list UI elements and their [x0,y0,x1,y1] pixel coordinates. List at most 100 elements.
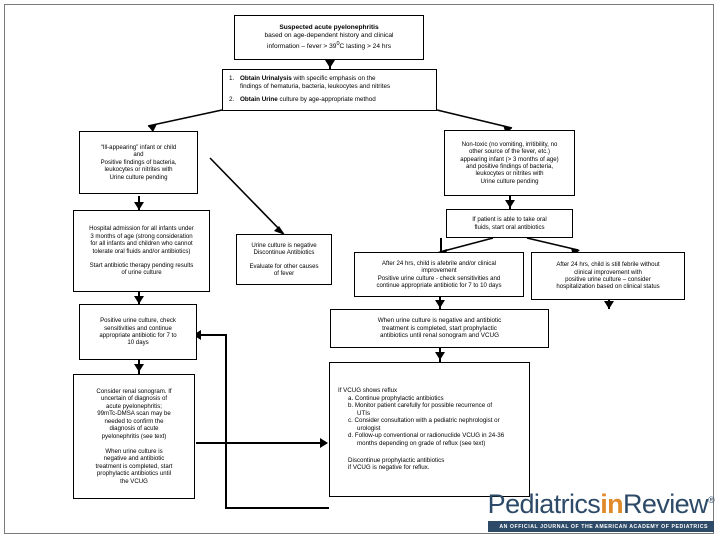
hosp-line1: Hospital admission for all infants under [89,225,194,233]
son-line10: treatment is completed, start [95,462,173,470]
son-line12: the VCUG [120,477,148,485]
oral-line1: If patient is able to take oral [472,216,547,224]
connector-oral-to-afebrile [440,238,442,252]
cneg-line1: Urine culture is negative [251,241,317,249]
obtain-item-1: 1. Obtain Urinalysis with specific empha… [229,75,391,90]
node-culture-negative: Urine culture is negative Discontinue An… [236,234,332,285]
node-suspected-pyelonephritis: Suspected acute pyelonephritis based on … [234,15,424,60]
logo-wordmark: PediatricsinReview® [487,489,715,519]
cneg-line4: of fever [273,269,295,277]
node-afebrile-24hrs: After 24 hrs, child is afebrile and/or c… [354,252,524,297]
proph-line3: antibiotics until renal sonogram and VCU… [379,332,499,340]
node-prophylactic-start: When urine culture is negative and antib… [330,309,549,348]
pos-line3: appropriate antibiotic for 7 to [99,332,177,339]
proph-line1: When urine culture is negative and antib… [377,316,502,324]
logo-tagline: AN OFFICIAL JOURNAL OF THE AMERICAN ACAD… [487,521,714,532]
logo-word-in: in [600,489,624,519]
nontoxic-line6: Urine culture pending [480,177,539,185]
hosp-line5: Start antibiotic therapy pending results [89,261,194,269]
feb-line2: clinical improvement with [574,268,642,276]
suspected-line2: based on age-dependent history and clini… [264,32,394,40]
son-line4: 99mTc-DMSA scan may be [97,410,171,418]
vcug-footnote-2: if VCUG is negative for reflux. [348,464,430,472]
arrowhead-positive-to-sonogram [134,364,144,372]
logo-trademark: ® [707,495,715,505]
vcug-footnote-1: Discontinue prophylactic antibiotics [348,456,445,464]
son-line1: Consider renal sonogram. If [96,387,172,395]
son-line9: negative and antibiotic [103,455,165,463]
afeb-line1: After 24 hrs, child is afebrile and/or c… [381,259,497,267]
slide-border [4,4,714,534]
node-obtain-tests: 1. Obtain Urinalysis with specific empha… [222,69,437,111]
vcug-item-c: c. Consider consultation with a pediatri… [348,417,500,425]
vcug-item-c-cont: urologist [357,424,381,432]
arrowhead-ill-to-hospital [134,202,144,210]
node-non-toxic: Non-toxic (no vomiting, irritibility, no… [444,130,575,196]
logo-word-pediatrics: Pediatrics [487,489,601,519]
afeb-line4: continue appropriate antibiotic for 7 to… [376,281,502,289]
ill-line4: leukocytes or nitrites with [104,166,173,174]
node-positive-culture: Positive urine culture, check sensitivit… [79,304,197,360]
node-hospital-admission: Hospital admission for all infants under… [73,210,210,292]
afeb-line3: Positive urine culture - check sensitivi… [377,274,501,282]
arrowhead-febrile-down [604,301,614,309]
node-vcug-reflux: If VCUG shows reflux a. Continue prophyl… [329,362,530,497]
son-line2: uncertain of diagnosis of [100,395,168,403]
vcug-item-d: d. Follow-up conventional or radionuclid… [348,432,505,440]
suspected-line3: information – fever > 390C lasting > 24 … [266,40,392,50]
connector-sonogram-to-vcug-h [196,442,326,444]
cneg-line3: Evaluate for other causes [249,262,319,270]
hosp-line3: for all infants and children who cannot [90,240,193,248]
cneg-line2: Discontinue Antibiotics [253,249,315,257]
ill-line2: and [133,151,144,159]
son-line3: acute pyelonephritis; [106,402,162,410]
hosp-line6: of urine culture [121,269,162,277]
son-line5: needed to confirm the [104,417,164,425]
vcug-item-b-cont: UTIs [357,409,371,417]
nontoxic-line5: leukocytes or nitrites with [475,170,544,178]
ill-line3: Positive findings of bacteria, [100,158,177,166]
pos-line1: Positive urine culture, check [100,317,176,325]
node-febrile-24hrs: After 24 hrs, child is still febrile wit… [531,252,685,300]
nontoxic-line3: appearing infant (> 3 months of age) [460,155,559,163]
nontoxic-line4: and positive findings of bacteria, [465,163,554,170]
degree-sup: 0 [336,40,340,47]
feb-line3: positive urine culture – consider [565,276,651,283]
vcug-heading: If VCUG shows reflux [338,387,398,394]
son-line6: diagnosis of acute [109,425,159,433]
arrowhead-hospital-to-positive [134,296,144,304]
suspected-line1: Suspected acute pyelonephritis [279,24,379,32]
hosp-line4: tolerate oral fluids and/or antibiotics) [92,247,191,255]
feb-line1: After 24 hrs, child is still febrile wit… [556,261,660,269]
vcug-item-a: a. Continue prophylactic antibiotics [348,394,444,402]
ill-line5: Urine culture pending [109,173,168,181]
connector-feedback-top [196,334,227,336]
nontoxic-line2: other source of the fever, etc.) [469,148,550,156]
afeb-line2: improvement [421,267,457,275]
vcug-item-b: b. Monitor patient carefully for possibl… [348,402,493,410]
ill-line1: “Ill-appearing” infant or child [100,143,177,151]
hosp-line2: 3 months of age (strong consideration [90,232,193,240]
connector-feedback-bottom [225,507,329,509]
pos-line4: 10 days [127,339,149,347]
proph-line2: treatment is completed, start prophylact… [382,324,497,332]
logo-word-review: Review [623,489,709,519]
pos-line2: sensitivities and continue [104,324,172,332]
son-line7: pyelonephritis (see text) [101,432,167,440]
node-renal-sonogram: Consider renal sonogram. If uncertain of… [73,374,195,499]
connector-feedback-riser [225,334,227,509]
vcug-item-d-cont: months depending on grade of reflux (see… [357,439,486,447]
arrowhead-prophylactic-to-vcug [435,352,445,360]
feb-line4: hospitalization based on clinical status [556,283,660,291]
arrowhead-feedback-to-positive [193,330,201,340]
arrowhead-sonogram-to-vcug [320,438,328,448]
arrowhead-suspected-to-obtain [325,60,335,68]
node-oral-fluids: If patient is able to take oral fluids, … [446,209,573,238]
oral-line2: fluids, start oral antibiotics [474,223,545,231]
arrowhead-afebrile-to-prophylactic [435,300,445,308]
pediatrics-in-review-logo: PediatricsinReview® AN OFFICIAL JOURNAL … [487,489,715,532]
son-line11: prophylactic antibiotics until [96,470,172,478]
arrowhead-nontoxic-to-oral [505,200,515,208]
son-line8: When urine culture is [105,447,163,455]
